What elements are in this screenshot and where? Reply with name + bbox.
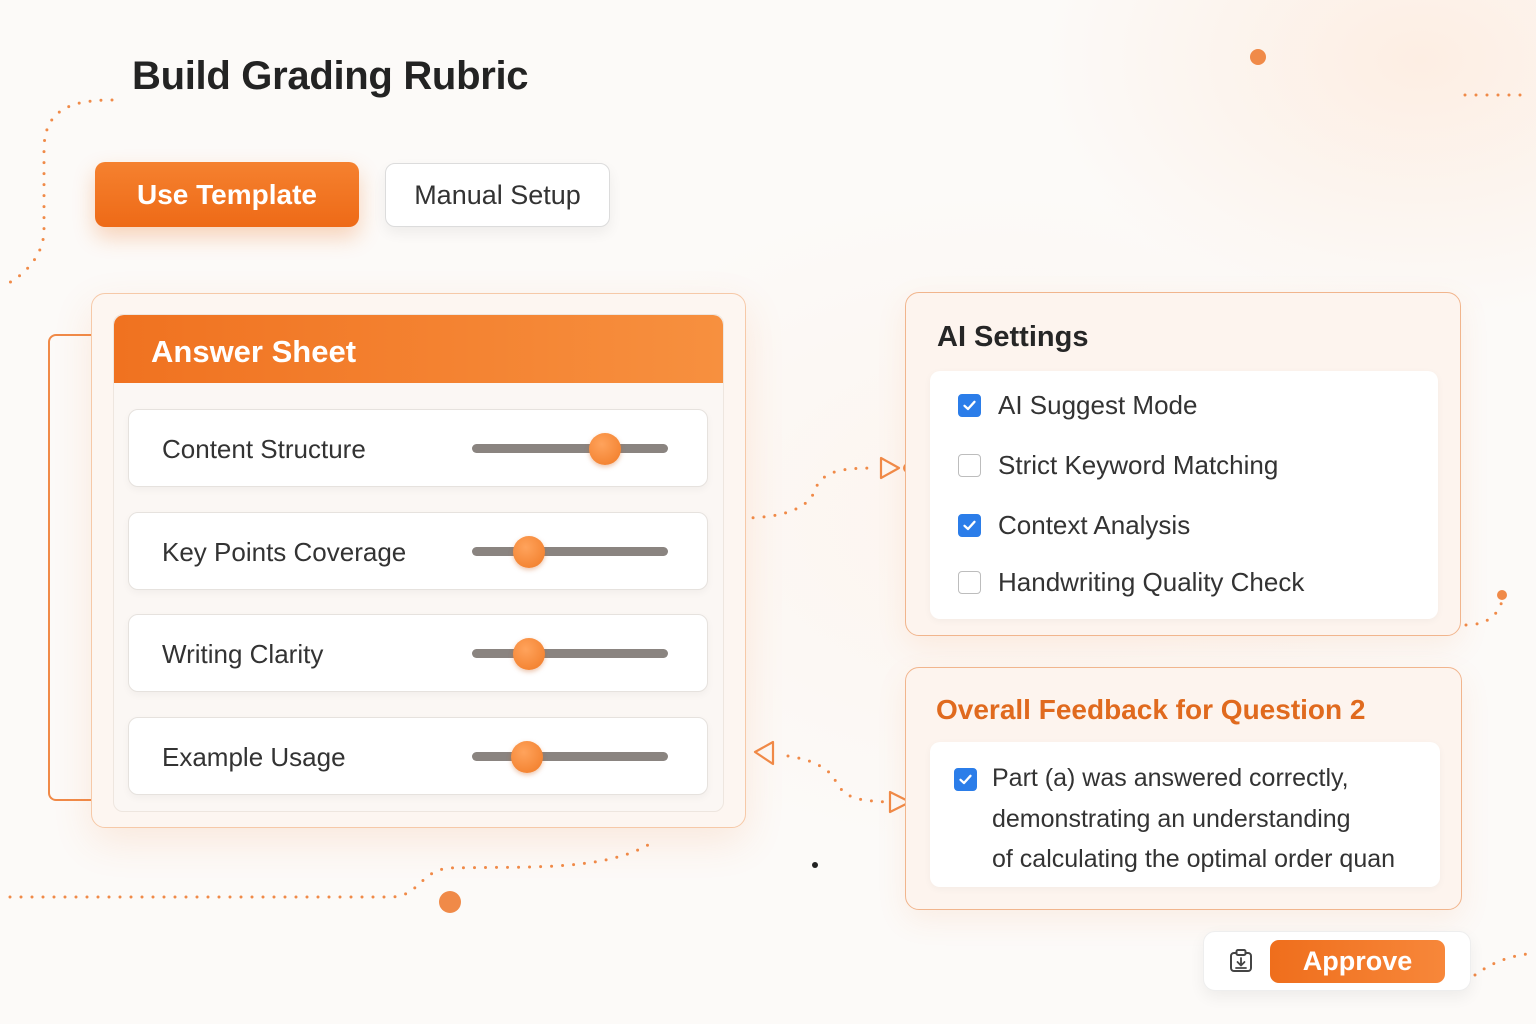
criterion-slider[interactable] [472,536,668,568]
checkbox[interactable] [958,394,981,417]
option-handwriting-quality-check[interactable]: Handwriting Quality Check [958,567,1304,598]
criterion-row-writing-clarity: Writing Clarity [128,614,708,692]
criterion-label: Example Usage [162,742,346,772]
ai-settings-title: AI Settings [937,321,1089,353]
page-title: Build Grading Rubric [132,54,529,98]
manual-setup-button[interactable]: Manual Setup [385,163,610,227]
slider-thumb[interactable] [510,741,543,773]
clipboard-icon[interactable] [1228,948,1254,974]
checkbox[interactable] [958,454,981,477]
left-bracket-decoration [48,334,108,801]
option-ai-suggest-mode[interactable]: AI Suggest Mode [958,390,1197,421]
slider-thumb[interactable] [512,536,545,568]
feedback-text-line: Part (a) was answered correctly, [992,764,1349,792]
criterion-slider[interactable] [472,741,668,773]
option-label: Strict Keyword Matching [998,450,1279,480]
option-label: Context Analysis [998,510,1191,540]
feedback-text-line: demonstrating an understanding [992,805,1351,833]
criterion-label: Content Structure [162,434,366,464]
criterion-row-content-structure: Content Structure [128,409,708,487]
criterion-slider[interactable] [472,433,668,465]
feedback-checkbox[interactable] [954,768,977,791]
option-label: Handwriting Quality Check [998,567,1305,597]
feedback-text-line: of calculating the optimal order quan [992,845,1396,873]
overall-feedback-card: Overall Feedback for Question 2 Part (a)… [905,667,1462,910]
checkbox[interactable] [958,514,981,537]
option-strict-keyword-matching[interactable]: Strict Keyword Matching [958,450,1278,481]
criterion-slider[interactable] [472,638,668,670]
approve-button[interactable]: Approve [1270,940,1445,983]
slider-thumb[interactable] [512,638,545,670]
criterion-row-key-points-coverage: Key Points Coverage [128,512,708,590]
answer-sheet-card: Answer Sheet Content Structure Key Point… [91,293,746,828]
option-label: AI Suggest Mode [998,390,1198,420]
feedback-title: Overall Feedback for Question 2 [936,694,1366,725]
ai-settings-card: AI Settings AI Suggest Mode Strict Keywo… [905,292,1461,636]
feedback-body: Part (a) was answered correctly, demonst… [930,742,1440,887]
criterion-label: Writing Clarity [162,639,324,669]
slider-thumb[interactable] [589,433,622,465]
approve-bar: Approve [1203,931,1471,991]
answer-sheet-title: Answer Sheet [114,315,723,383]
ai-settings-options: AI Suggest Mode Strict Keyword Matching … [930,371,1438,619]
checkbox[interactable] [958,571,981,594]
use-template-button[interactable]: Use Template [95,162,359,227]
criterion-label: Key Points Coverage [162,537,407,567]
criterion-row-example-usage: Example Usage [128,717,708,795]
answer-sheet-panel: Answer Sheet Content Structure Key Point… [113,314,724,812]
option-context-analysis[interactable]: Context Analysis [958,510,1190,541]
